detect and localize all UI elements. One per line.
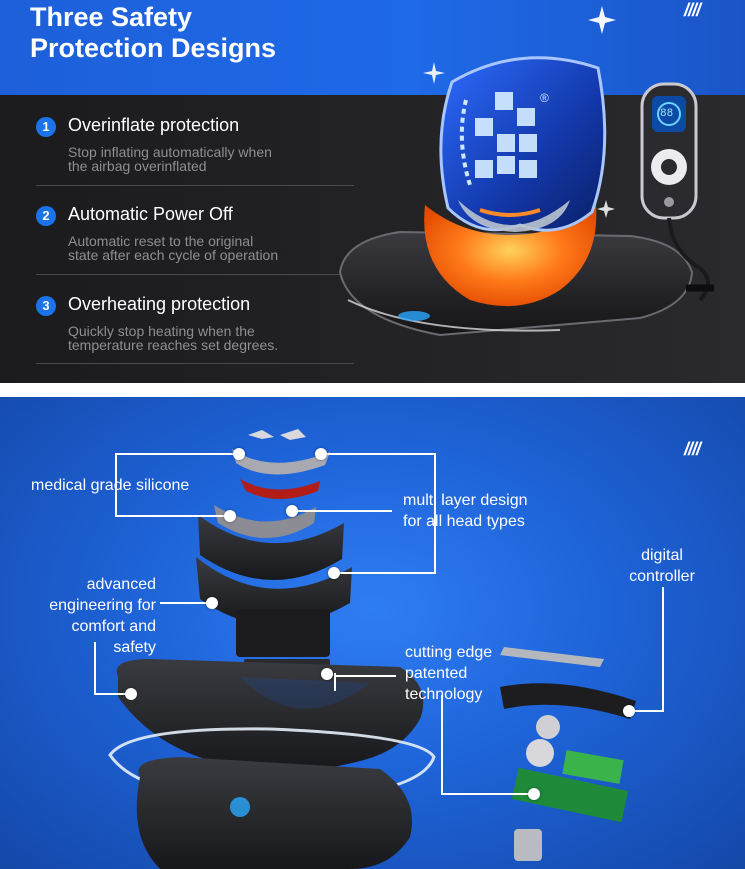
feature-desc-line: Automatic reset to the original <box>68 233 254 249</box>
label-line: engineering for <box>49 597 156 614</box>
label-line: technology <box>405 686 483 703</box>
label-line: advanced <box>86 576 156 593</box>
connector-line <box>94 642 96 695</box>
exploded-view-panel: //// <box>0 397 745 869</box>
feature-divider <box>36 185 354 186</box>
label-line: patented <box>405 665 468 682</box>
label-line: cutting edge <box>405 644 493 661</box>
label-line: controller <box>629 568 695 585</box>
label-line: multi layer design <box>403 492 528 509</box>
connector-line <box>441 695 443 795</box>
feature-title: Automatic Power Off <box>68 204 233 224</box>
feature-desc-line: state after each cycle of operation <box>68 247 279 263</box>
feature-description: Stop inflating automatically when the ai… <box>68 145 358 173</box>
svg-text:®: ® <box>540 91 549 105</box>
label-advanced-engineering: advanced engineering for comfort and saf… <box>26 574 156 658</box>
callout-dot <box>224 510 236 522</box>
label-multi-layer-design: multi layer design for all head types <box>403 490 528 532</box>
label-line: digital <box>641 547 683 564</box>
feature-description: Quickly stop heating when the temperatur… <box>68 324 358 352</box>
connector-line <box>115 453 117 517</box>
feature-desc-line: Quickly stop heating when the <box>68 323 255 339</box>
label-digital-controller: digital controller <box>624 545 700 587</box>
connector-line <box>334 673 336 691</box>
feature-title: Overheating protection <box>68 294 251 314</box>
callout-dot <box>623 705 635 717</box>
feature-number-badge: 1 <box>36 117 56 137</box>
feature-description: Automatic reset to the original state af… <box>68 234 358 262</box>
callout-dot <box>321 668 333 680</box>
massager-device-illustration: ® <box>338 56 714 337</box>
safety-panel: Three Safety Protection Designs //// 1 O… <box>0 0 745 383</box>
feature-desc-line: Stop inflating automatically when <box>68 144 272 160</box>
connector-line <box>322 453 436 455</box>
safety-title-line1: Three Safety <box>30 2 193 32</box>
connector-line <box>443 793 533 795</box>
decor-slashes: //// <box>684 0 701 20</box>
connector-line <box>630 710 664 712</box>
exploded-parts-illustration <box>108 429 636 869</box>
feature-number-badge: 2 <box>36 206 56 226</box>
connector-line <box>340 572 436 574</box>
connector-line <box>434 453 436 573</box>
callout-dot <box>286 505 298 517</box>
safety-title-line2: Protection Designs <box>30 33 277 63</box>
safety-header <box>0 0 745 95</box>
callout-dot <box>328 567 340 579</box>
feature-desc-line: the airbag overinflated <box>68 158 207 174</box>
feature-divider <box>36 363 354 364</box>
callout-dot <box>125 688 137 700</box>
callout-dot <box>233 448 245 460</box>
callout-dot <box>528 788 540 800</box>
label-line: comfort and safety <box>71 618 156 656</box>
callout-dot <box>315 448 327 460</box>
label-line: for all head types <box>403 513 525 530</box>
connector-line <box>94 693 129 695</box>
connector-line <box>662 587 664 712</box>
label-medical-grade-silicone: medical grade silicone <box>31 477 190 494</box>
connector-line <box>115 515 228 517</box>
connector-line <box>292 510 392 512</box>
callout-dot <box>206 597 218 609</box>
connector-line <box>115 453 240 455</box>
label-cutting-edge-technology: cutting edge patented technology <box>405 642 492 705</box>
feature-number-badge: 3 <box>36 296 56 316</box>
feature-title: Overinflate protection <box>68 115 240 135</box>
decor-slashes: //// <box>684 439 701 459</box>
connector-line <box>336 675 396 677</box>
connector-line <box>160 602 210 604</box>
feature-desc-line: temperature reaches set degrees. <box>68 337 279 353</box>
feature-divider <box>36 274 354 275</box>
controller-display-readout: 88 <box>660 108 674 120</box>
